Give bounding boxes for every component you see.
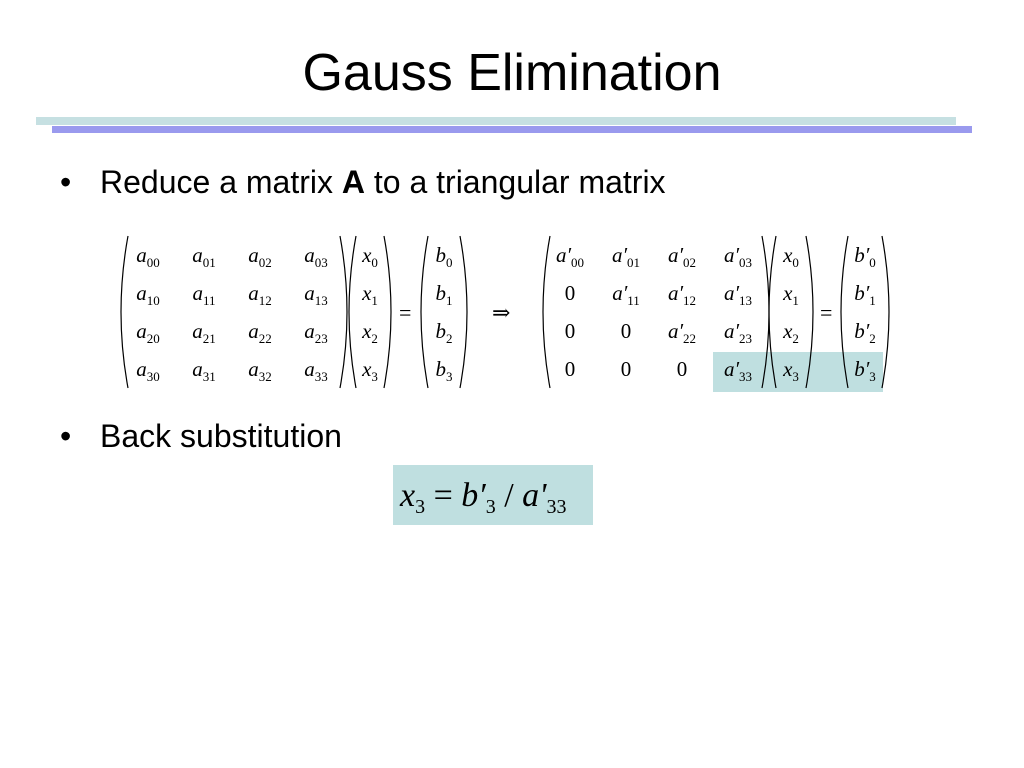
left-a-01: a01 — [192, 243, 216, 270]
paren-left-b-open — [420, 235, 429, 389]
paren-left-A-open — [120, 235, 129, 389]
paren-right-x-open — [768, 235, 777, 389]
left-b-0: b0 — [436, 243, 453, 270]
bullet-dot: • — [60, 418, 72, 454]
equals-left: = — [399, 300, 411, 325]
right-a-11: a′11 — [612, 281, 640, 308]
right-b-0: b′0 — [854, 243, 876, 270]
left-a-12: a12 — [248, 281, 272, 308]
eq-a-sub: 33 — [546, 496, 567, 518]
left-b-3: b3 — [436, 357, 453, 384]
paren-left-x-close — [383, 235, 392, 389]
paren-left-b-close — [459, 235, 468, 389]
left-a-21: a21 — [192, 319, 216, 346]
equals-right: = — [820, 300, 832, 325]
paren-right-x-close — [805, 235, 814, 389]
left-a-22: a22 — [248, 319, 272, 346]
right-a-12: a′12 — [668, 281, 696, 308]
right-a-20: 0 — [565, 319, 576, 343]
left-a-03: a03 — [304, 243, 328, 270]
left-a-10: a10 — [136, 281, 160, 308]
left-a-33: a33 — [304, 357, 328, 384]
left-a-23: a23 — [304, 319, 328, 346]
right-a-13: a′13 — [724, 281, 752, 308]
bullet-text-before: Reduce a matrix — [100, 164, 342, 200]
right-a-22: a′22 — [668, 319, 696, 346]
bullet-text-after: to a triangular matrix — [364, 164, 666, 200]
paren-left-A-close — [339, 235, 348, 389]
right-a-33: a′33 — [724, 357, 752, 384]
title-rule-blue — [52, 126, 972, 133]
bullet-dot: • — [60, 164, 72, 200]
paren-right-b-open — [840, 235, 849, 389]
bullet-text-bold: A — [341, 164, 365, 200]
left-a-13: a13 — [304, 281, 328, 308]
right-b-1: b′1 — [854, 281, 876, 308]
eq-slash: / — [504, 477, 514, 514]
right-b-2: b′2 — [854, 319, 876, 346]
left-x-2: x2 — [361, 319, 378, 346]
left-a-02: a02 — [248, 243, 272, 270]
paren-right-b-close — [881, 235, 890, 389]
right-x-0: x0 — [782, 243, 799, 270]
bullet-back-substitution: • Back substitution — [60, 416, 342, 456]
title-rule-cyan — [36, 117, 956, 125]
right-a-01: a′01 — [612, 243, 640, 270]
right-a-30: 0 — [565, 357, 576, 381]
left-a-32: a32 — [248, 357, 272, 384]
left-x-0: x0 — [361, 243, 378, 270]
eq-b-symbol: b′ — [461, 477, 486, 514]
eq-x-symbol: x — [400, 477, 416, 514]
right-a-10: 0 — [565, 281, 576, 305]
right-a-03: a′03 — [724, 243, 752, 270]
eq-b-sub: 3 — [485, 496, 496, 518]
right-a-23: a′23 — [724, 319, 752, 346]
right-a-02: a′02 — [668, 243, 696, 270]
implies-arrow: ⇒ — [492, 300, 510, 325]
left-a-31: a31 — [192, 357, 216, 384]
left-b-1: b1 — [436, 281, 453, 308]
eq-a-symbol: a' — [522, 477, 547, 514]
left-x-3: x3 — [361, 357, 378, 384]
paren-right-A-open — [542, 235, 551, 389]
bullet-reduce: • Reduce a matrix A to a triangular matri… — [60, 162, 666, 202]
left-a-00: a00 — [136, 243, 160, 270]
right-x-2: x2 — [782, 319, 799, 346]
left-a-30: a30 — [136, 357, 160, 384]
left-a-20: a20 — [136, 319, 160, 346]
left-b-2: b2 — [436, 319, 453, 346]
slide-title: Gauss Elimination — [302, 44, 722, 102]
eq-x-sub: 3 — [415, 496, 426, 518]
back-substitution-equation: x3 = b′3 / a'33 — [400, 472, 566, 522]
right-a-00: a′00 — [556, 243, 584, 270]
highlight-last-row — [713, 352, 883, 392]
eq-equals: = — [433, 477, 453, 514]
paren-left-x-open — [348, 235, 357, 389]
bullet-text: Back substitution — [100, 418, 342, 454]
right-a-31: 0 — [621, 357, 632, 381]
left-a-11: a11 — [192, 281, 215, 308]
right-a-21: 0 — [621, 319, 632, 343]
back-substitution-highlight — [393, 465, 593, 525]
right-x-1: x1 — [782, 281, 799, 308]
left-x-1: x1 — [361, 281, 378, 308]
right-a-32: 0 — [677, 357, 688, 381]
